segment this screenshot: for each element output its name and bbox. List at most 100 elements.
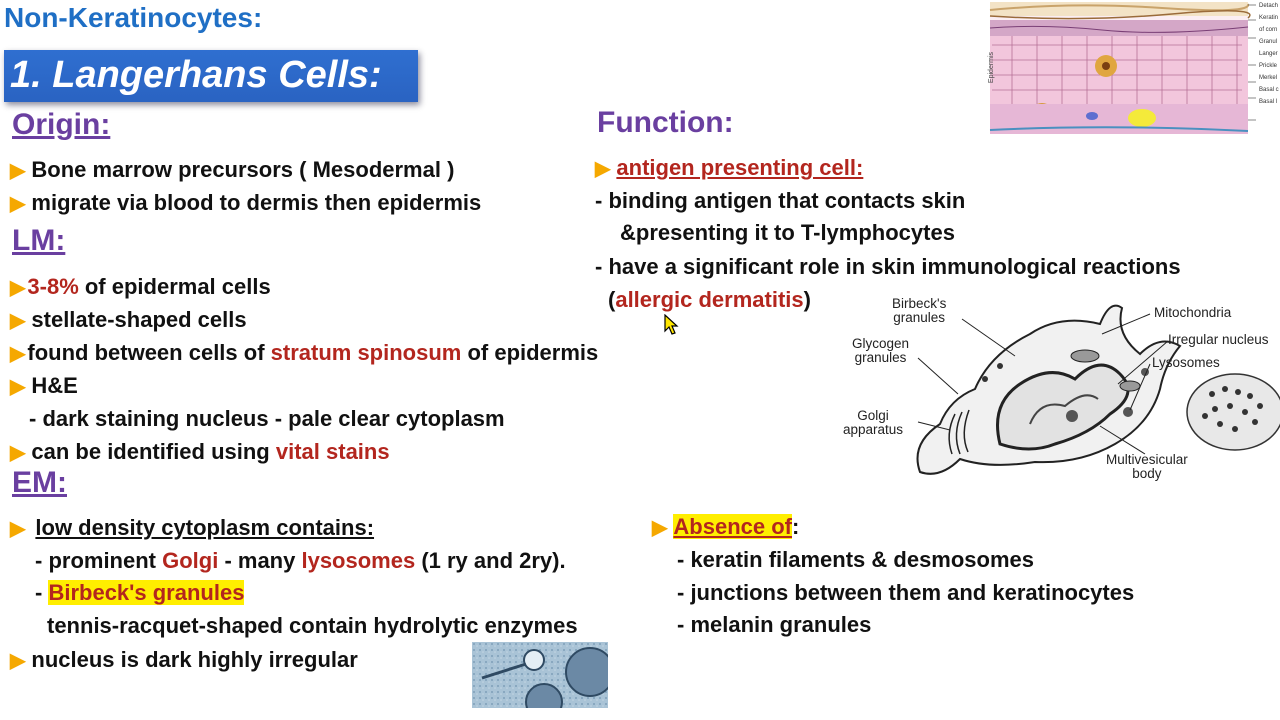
function-heading: Function: xyxy=(597,106,734,139)
lm-item-1: ▶3-8% of epidermal cells xyxy=(10,274,271,300)
label-multivesicular: Multivesicular body xyxy=(1106,453,1188,481)
lm-item-3-pre: found between cells of xyxy=(27,340,271,365)
lm-item-1-rest: of epidermal cells xyxy=(78,274,271,299)
birbeck-micrograph xyxy=(472,642,608,708)
label-multivesicular-2: body xyxy=(1132,466,1162,481)
label-mitochondria: Mitochondria xyxy=(1154,305,1232,320)
bullet-icon: ▶ xyxy=(10,277,26,299)
function-line-2: &presenting it to T-lymphocytes xyxy=(620,220,955,245)
label-birbeck: Birbeck's granules xyxy=(892,297,946,325)
label-glycogen: Glycogen granules xyxy=(852,337,909,365)
em-sub-1-a: - prominent xyxy=(35,548,163,573)
function-line-4-red: allergic dermatitis xyxy=(615,287,804,312)
lm-item-4-text: H&E xyxy=(31,373,78,398)
function-line-1: - binding antigen that contacts skin xyxy=(595,188,966,213)
lm-item-5-red: vital stains xyxy=(275,439,390,464)
absence-item-1: - keratin filaments & desmosomes xyxy=(677,547,1035,572)
bullet-icon: ▶ xyxy=(10,193,26,215)
em-item-2: ▶nucleus is dark highly irregular xyxy=(10,647,358,673)
epi-label-6: Prickle xyxy=(1259,63,1278,69)
function-item-1-text: antigen presenting cell: xyxy=(616,155,864,180)
em-sub-2: - Birbeck's granules xyxy=(35,580,245,606)
lm-item-3-red: stratum spinosum xyxy=(270,340,462,365)
absence-heading: ▶Absence of: xyxy=(652,514,799,540)
lm-item-2-text: stellate-shaped cells xyxy=(31,307,247,332)
lm-item-4: ▶H&E xyxy=(10,373,78,399)
em-sub-2-dash: - xyxy=(35,580,49,605)
label-birbeck-1: Birbeck's xyxy=(892,296,947,311)
lm-item-3: ▶found between cells of stratum spinosum… xyxy=(10,340,598,366)
absence-item-2: - junctions between them and keratinocyt… xyxy=(677,580,1135,605)
bullet-icon: ▶ xyxy=(10,310,26,332)
langerhans-em-diagram: Birbeck's granules Glycogen granules Gol… xyxy=(840,294,1280,490)
bullet-icon: ▶ xyxy=(10,442,26,464)
lm-item-2: ▶stellate-shaped cells xyxy=(10,307,247,333)
bullet-icon: ▶ xyxy=(10,343,26,365)
function-line-4-open: ( xyxy=(608,287,616,312)
origin-item-1: ▶Bone marrow precursors ( Mesodermal ) xyxy=(10,157,454,183)
label-glycogen-1: Glycogen xyxy=(852,336,910,351)
lm-item-3-post: of epidermis xyxy=(461,340,599,365)
bullet-icon: ▶ xyxy=(10,160,26,182)
banner-title: 1. Langerhans Cells: xyxy=(10,54,382,96)
bullet-icon: ▶ xyxy=(10,518,26,540)
lm-item-4-sub: - dark staining nucleus - pale clear cyt… xyxy=(29,406,505,431)
bullet-icon: ▶ xyxy=(10,376,26,398)
em-sub-1-lysosomes: lysosomes xyxy=(301,548,416,573)
em-item-1: ▶ low density cytoplasm contains: xyxy=(10,515,374,541)
bullet-icon: ▶ xyxy=(652,517,668,539)
section-banner: 1. Langerhans Cells: xyxy=(4,50,418,102)
epi-label-7: Merkel xyxy=(1259,75,1278,81)
em-sub-3: tennis-racquet-shaped contain hydrolytic… xyxy=(47,613,578,638)
function-item-1: ▶antigen presenting cell: xyxy=(595,155,863,181)
origin-item-2-text: migrate via blood to dermis then epiderm… xyxy=(31,190,482,215)
epi-label-5: Langer xyxy=(1259,51,1278,57)
em-sub-1-e: (1 ry and 2ry). xyxy=(415,548,566,573)
label-golgi: Golgi apparatus xyxy=(843,409,903,437)
epi-label-9: Basal l xyxy=(1259,99,1278,105)
mouse-cursor-icon xyxy=(664,314,679,335)
function-line-4-close: ) xyxy=(803,287,811,312)
epi-label-1: Detach xyxy=(1259,3,1279,9)
page-title-colon: : xyxy=(252,2,263,33)
lm-heading: LM: xyxy=(12,224,66,257)
em-item-2-text: nucleus is dark highly irregular xyxy=(31,647,358,672)
label-birbeck-2: granules xyxy=(893,310,946,325)
origin-item-2: ▶migrate via blood to dermis then epider… xyxy=(10,190,481,216)
epidermis-drawing xyxy=(989,2,1256,134)
epi-label-8: Basal c xyxy=(1259,87,1279,93)
label-irregular-nucleus: Irregular nucleus xyxy=(1168,332,1269,347)
epidermis-illustration: Epidermis Detach Keratin of corn Granul … xyxy=(982,0,1280,136)
lm-item-5: ▶can be identified using vital stains xyxy=(10,439,390,465)
absence-heading-text: Absence of xyxy=(673,514,792,539)
bullet-icon: ▶ xyxy=(10,650,26,672)
micrograph-drawing xyxy=(472,642,608,708)
epi-label-4: Granul xyxy=(1259,39,1278,45)
lm-item-1-red: 3-8% xyxy=(27,274,79,299)
function-line-4: (allergic dermatitis) xyxy=(608,287,811,313)
label-lysosomes: Lysosomes xyxy=(1152,355,1220,370)
em-heading: EM: xyxy=(12,466,67,499)
epidermis-right-labels: Detach Keratin of corn Granul Langer Pri… xyxy=(1259,0,1279,108)
absence-item-3: - melanin granules xyxy=(677,612,872,637)
page-title-text: Non-Keratinocytes xyxy=(4,2,253,33)
origin-heading: Origin: xyxy=(12,108,111,141)
langerhans-cell-drawing xyxy=(916,304,1280,475)
em-sub-1-golgi: Golgi xyxy=(162,548,219,573)
em-sub-1: - prominent Golgi - many lysosomes (1 ry… xyxy=(35,548,566,574)
page-title: Non-Keratinocytes: xyxy=(4,2,262,34)
label-multivesicular-1: Multivesicular xyxy=(1106,452,1188,467)
epi-label-2: Keratin xyxy=(1259,15,1279,21)
label-golgi-1: Golgi xyxy=(857,408,889,423)
label-golgi-2: apparatus xyxy=(843,422,904,437)
label-glycogen-2: granules xyxy=(854,350,907,365)
origin-item-1-text: Bone marrow precursors ( Mesodermal ) xyxy=(31,157,455,182)
bullet-icon: ▶ xyxy=(595,158,611,180)
epidermis-side-label: Epidermis xyxy=(988,51,996,84)
function-line-3: - have a significant role in skin immuno… xyxy=(595,254,1181,279)
lm-item-5-pre: can be identified using xyxy=(31,439,276,464)
em-item-1-text: low density cytoplasm contains: xyxy=(35,515,375,540)
em-sub-2-birbeck: Birbeck's granules xyxy=(48,580,245,605)
em-sub-1-c: - many xyxy=(218,548,302,573)
epi-label-3: of corn xyxy=(1259,27,1278,33)
